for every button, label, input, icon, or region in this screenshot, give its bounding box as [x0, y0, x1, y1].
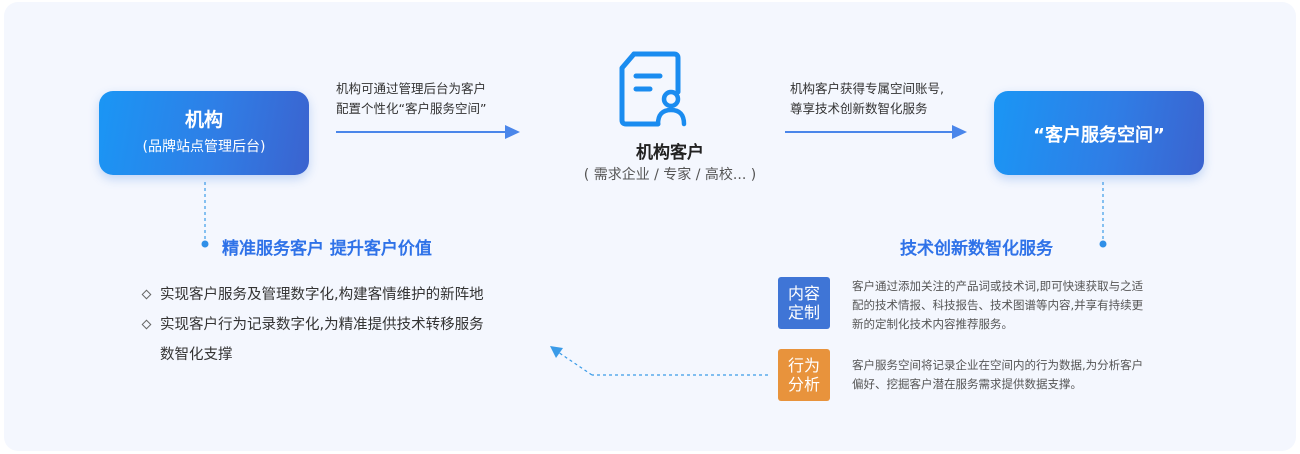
desc-line: 新的定制化技术内容推荐服务。 — [852, 317, 1013, 331]
caption-client-to-space: 机构客户获得专属空间账号, 尊享技术创新数智化服务 — [790, 79, 944, 119]
bullet-item-1: 实现客户服务及管理数字化,构建客情维护的新阵地 — [160, 287, 484, 303]
tag-line2: 定制 — [787, 303, 820, 322]
caption-right-line2: 尊享技术创新数智化服务 — [790, 101, 928, 116]
dashed-connector-left — [201, 182, 209, 248]
client-subtitle: ( 需求企业 / 专家 / 高校... ) — [583, 167, 757, 183]
bullet-item-2-cont: 数智化支撑 — [160, 347, 233, 363]
caption-right-line1: 机构客户获得专属空间账号, — [790, 81, 944, 96]
arrow-client-to-space — [785, 125, 967, 139]
content-customization-tag: 内容 定制 — [778, 277, 830, 329]
desc-line: 偏好、挖掘客户潜在服务需求提供数据支撑。 — [852, 377, 1082, 391]
behavior-analysis-tag: 行为 分析 — [778, 349, 830, 401]
right-section-heading: 技术创新数智化服务 — [900, 239, 1053, 259]
left-section-heading: 精准服务客户 提升客户价值 — [222, 239, 432, 259]
content-customization-desc: 客户通过添加关注的产品词或技术词,即可快速获取与之适 配的技术情报、科技报告、技… — [852, 277, 1143, 334]
service-space-title: “客户服务空间” — [1033, 125, 1165, 146]
org-box-title: 机构 — [184, 109, 223, 131]
service-space-box: “客户服务空间” — [994, 91, 1204, 175]
org-box: 机构 (品牌站点管理后台) — [99, 91, 309, 175]
org-box-subtitle: (品牌站点管理后台) — [142, 139, 266, 155]
caption-org-to-client: 机构可通过管理后台为客户 配置个性化“客户服务空间” — [336, 79, 486, 119]
client-document-user-icon — [619, 51, 687, 127]
dashed-arrow-feedback — [550, 346, 768, 376]
bullet-item-2: 实现客户行为记录数字化,为精准提供技术转移服务 — [160, 317, 484, 333]
tag-line1: 行为 — [787, 356, 820, 375]
tag-line1: 内容 — [787, 284, 820, 303]
desc-line: 客户服务空间将记录企业在空间内的行为数据,为分析客户 — [852, 358, 1144, 372]
caption-left-line1: 机构可通过管理后台为客户 — [336, 81, 487, 96]
tag-line2: 分析 — [787, 375, 820, 394]
dashed-connector-right — [1099, 182, 1107, 248]
arrow-org-to-client — [336, 125, 520, 139]
desc-line: 配的技术情报、科技报告、技术图谱等内容,并享有持续更 — [852, 298, 1144, 312]
client-title: 机构客户 — [636, 143, 704, 163]
desc-line: 客户通过添加关注的产品词或技术词,即可快速获取与之适 — [852, 279, 1144, 293]
caption-left-line2: 配置个性化“客户服务空间” — [336, 101, 487, 116]
behavior-analysis-desc: 客户服务空间将记录企业在空间内的行为数据,为分析客户 偏好、挖掘客户潜在服务需求… — [852, 356, 1143, 394]
